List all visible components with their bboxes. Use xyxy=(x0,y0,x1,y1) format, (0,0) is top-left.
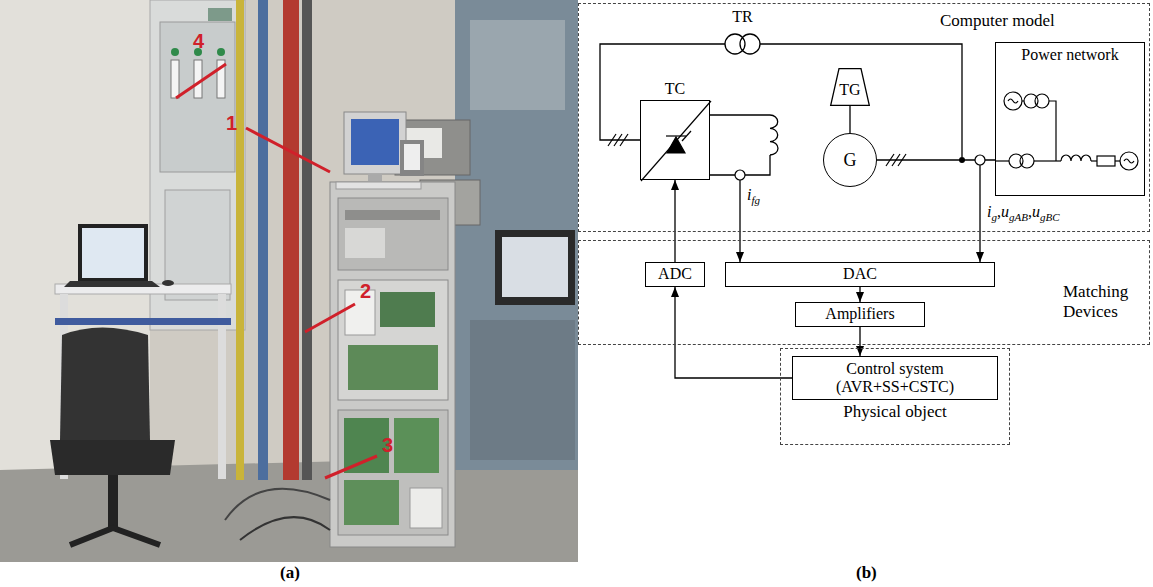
node-label: TC xyxy=(641,80,709,98)
signal-subscript: gAB xyxy=(1009,211,1028,223)
node-label: TG xyxy=(839,81,860,99)
connector-line xyxy=(859,327,860,356)
node-graphic xyxy=(641,101,711,181)
callout-number: 2 xyxy=(360,280,371,303)
network-box: Power network xyxy=(995,42,1145,196)
node-label: Amplifiers xyxy=(825,305,894,323)
signal-separator: , xyxy=(997,203,1001,220)
callout-number: 4 xyxy=(193,30,204,53)
label-holder: 2 xyxy=(360,280,371,303)
transformer-symbol: TR xyxy=(725,8,760,60)
connector-line xyxy=(849,106,850,133)
label-holder: 4 xyxy=(193,30,204,53)
node-label: ADC xyxy=(658,265,692,283)
electric-panel xyxy=(150,0,245,330)
process-box: Control system (AVR+SS+CSTC) xyxy=(792,356,998,400)
equipment-rack xyxy=(330,182,455,547)
signal-name: u xyxy=(1032,203,1040,220)
label-holder: 3 xyxy=(382,434,393,457)
node-label: G xyxy=(844,150,857,171)
node-label: DAC xyxy=(843,265,877,283)
dashed-region: Computer model TR TC TG G Power network xyxy=(578,3,1150,232)
node-label: Physical object xyxy=(840,402,950,422)
label-holder: 1 xyxy=(226,112,237,135)
connector-line xyxy=(859,287,860,302)
monitor xyxy=(336,112,424,189)
label-holder: (a) xyxy=(280,563,300,583)
connector-line xyxy=(675,287,792,378)
label-holder: (b) xyxy=(856,563,877,583)
signal-label: ifg xyxy=(747,186,760,207)
signal-separator: , xyxy=(1028,203,1032,220)
node-label: Matching Devices xyxy=(1063,282,1145,321)
node-label: Computer model xyxy=(940,11,1140,31)
dashed-region: Physical object Control system (AVR+SS+CS… xyxy=(780,348,1010,445)
process-box: Amplifiers xyxy=(795,302,925,327)
signal-name: i xyxy=(987,203,991,220)
generator-circle: G xyxy=(823,133,877,187)
signal-name: u xyxy=(1001,203,1009,220)
process-box: DAC xyxy=(725,262,995,287)
leader-lines xyxy=(176,64,377,478)
chair xyxy=(50,328,175,546)
signal-subscript: g xyxy=(991,211,997,223)
lab-photo xyxy=(0,0,578,562)
turbine-symbol: TG xyxy=(830,68,870,106)
node-label: Power network xyxy=(996,43,1144,64)
dashed-region: Matching Devices ADC DAC Amplifiers xyxy=(578,240,1150,345)
panel-tag: (b) xyxy=(856,563,877,583)
signal-subscript: fg xyxy=(751,194,760,206)
converter-box: TC xyxy=(640,100,710,180)
signal-subscript: gBC xyxy=(1040,211,1060,223)
callout-number: 1 xyxy=(226,112,237,135)
callout-number: 3 xyxy=(382,434,393,457)
process-box: ADC xyxy=(645,262,705,287)
signal-name: i xyxy=(747,186,751,203)
panel-tag: (a) xyxy=(280,563,300,583)
node-graphic xyxy=(996,43,1146,197)
signal-label: ig,ugAB,ugBC xyxy=(987,203,1059,224)
node-label: Control system (AVR+SS+CSTC) xyxy=(810,360,980,397)
connector-line xyxy=(674,180,675,262)
node-label: TR xyxy=(725,8,760,26)
